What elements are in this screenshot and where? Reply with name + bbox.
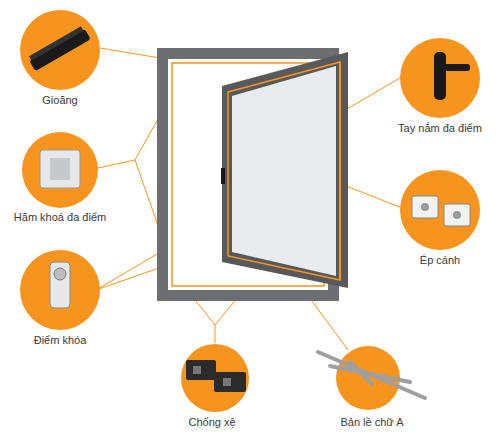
part-label: Gioăng [42,94,77,107]
part-label: Điểm khóa [34,334,87,347]
part-label: Tay nắm đa điểm [398,122,482,135]
part-label: Ép cánh [420,254,460,267]
part-label: Chống xệ [188,416,235,429]
part-label: Hãm khoá đa điểm [14,211,106,224]
part-label: Bản lề chữ A [340,416,403,429]
